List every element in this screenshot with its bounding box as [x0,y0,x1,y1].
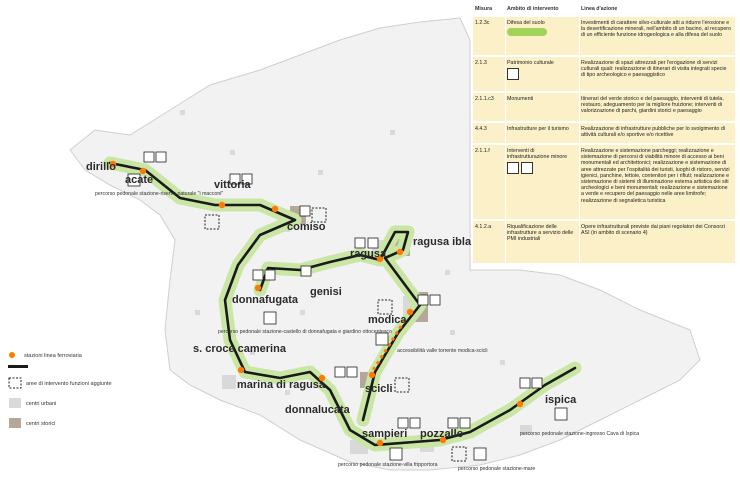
station-pozzallo [439,436,447,444]
label-ragusa: ragusa [350,248,387,260]
label-donnafugata: donnafugata [232,294,299,306]
cell-ambito: Infrastrutture per il turismo [507,126,569,132]
table-row: 4.4.3 Infrastrutture per il turismo Real… [473,123,735,143]
annotation-cava: percorso pedonale stazione-ingresso Cava… [520,431,639,437]
intervention-areas [204,207,467,462]
station-ragusa [376,255,384,263]
cell-linea: Opere infrastrutturali previste dai pian… [581,224,725,237]
cell-ambito: Patrimonio culturale [507,60,577,82]
measures-table: Misura Ambito di intervento Linea d'azio… [473,6,735,263]
label-sampieri: sampieri [362,428,407,440]
station-donnafugata [254,284,262,292]
legend: stazioni linea ferroviaria aree di inter… [8,352,112,428]
toilet-icon [521,162,533,175]
cell-misura: 2.1.1.c3 [475,96,494,102]
legend-centri-storici: centri storici [26,421,55,427]
station-scicli [368,371,376,379]
station-ragusa-ibla [396,248,404,256]
cell-ambito: Riqualificazione delle infrastrutture a … [507,224,574,243]
annotation-mare: percorso pedonale stazione-mare [458,466,535,472]
label-genisi: genisi [310,286,342,298]
cell-linea: Realizzazione di infrastrutture pubblich… [581,126,725,139]
annotation-donnafugata: percorso pedonale stazione-castello di d… [218,329,392,335]
label-marina: marina di ragusa [237,379,326,391]
table-row: 2.1.3 Patrimonio culturale Realizzazione… [473,57,735,91]
divider [579,6,580,263]
cell-linea: Itinerari del verde storico e del paesag… [581,96,724,115]
parking-icon [507,162,519,175]
table-row: 2.1.1.c3 Monumenti Itinerari del verde s… [473,93,735,121]
label-dirillo: dirillo [86,161,116,173]
station-marina [237,366,245,374]
pill-icon [507,28,547,37]
stations [109,160,524,447]
table-row: 4.1.2.a Riqualificazione delle infrastru… [473,221,735,263]
annotation-macconi: percorso pedonale stazione-riserva natur… [95,191,223,197]
annotations: percorso pedonale stazione-riserva natur… [95,191,639,472]
cell-ambito: Difesa del suolo [507,20,577,37]
cell-ambito: Interventi di infrastrutturazione minore [507,148,577,177]
cell-misura: 2.1.3 [475,60,487,66]
table-row: 1.2.3c Difesa del suolo Investimenti di … [473,17,735,55]
cell-misura: 4.1.2.a [475,224,492,230]
station-modica [406,308,414,316]
arrows-icon [507,68,519,81]
label-ragusa-ibla-1: ragusa ibla [413,236,472,248]
station-sampieri [376,439,384,447]
label-ispica: ispica [545,394,577,406]
label-acate: acate [125,174,153,186]
label-s-croce: s. croce camerina [193,343,287,355]
label-comiso: comiso [287,221,326,233]
modica-scicli-path [370,319,407,373]
cell-ambito: Monumenti [507,96,534,102]
table-row: 2.1.1.f Interventi di infrastrutturazion… [473,145,735,219]
divider [505,6,506,263]
label-modica: modica [368,314,407,326]
station-ispica [516,400,524,408]
cell-linea: Realizzazione di spazi attrezzati per l'… [581,60,727,79]
cell-linea: Investimenti di carattere silvo-cultural… [581,20,731,39]
label-pozzallo: pozzallo [420,428,464,440]
cell-misura: 2.1.1.f [475,148,490,154]
station-acate [139,167,147,175]
icon-clusters [127,151,568,461]
station-donnalucata [318,374,326,382]
header-ambito: Ambito di intervento [507,6,559,12]
label-scicli: scicli [365,383,393,395]
legend-aree: aree di intervento funzioni aggiunte [26,381,112,387]
header-misura: Misura [475,6,493,12]
station-comiso [271,205,279,213]
legend-centri-urbani: centri urbani [26,401,56,407]
annotation-villa: percorso pedonale stazione-villa frippor… [338,462,438,468]
header-linea: Linea d'azione [581,6,618,12]
cell-linea: Realizzazione e sistemazione parcheggi; … [581,148,730,204]
label-donnalucata: donnalucata [285,404,351,416]
label-vittoria: vittoria [214,179,252,191]
cell-misura: 1.2.3c [475,20,490,26]
cell-misura: 4.4.3 [475,126,487,132]
station-dirillo [109,160,117,168]
legend-stazioni: stazioni linea ferroviaria [24,353,83,359]
town-labels: dirillo acate vittoria comiso ragusa rag… [86,161,577,440]
station-vittoria [218,201,226,209]
annotation-valle: accessibilità valle torrente modica-scic… [397,348,488,354]
